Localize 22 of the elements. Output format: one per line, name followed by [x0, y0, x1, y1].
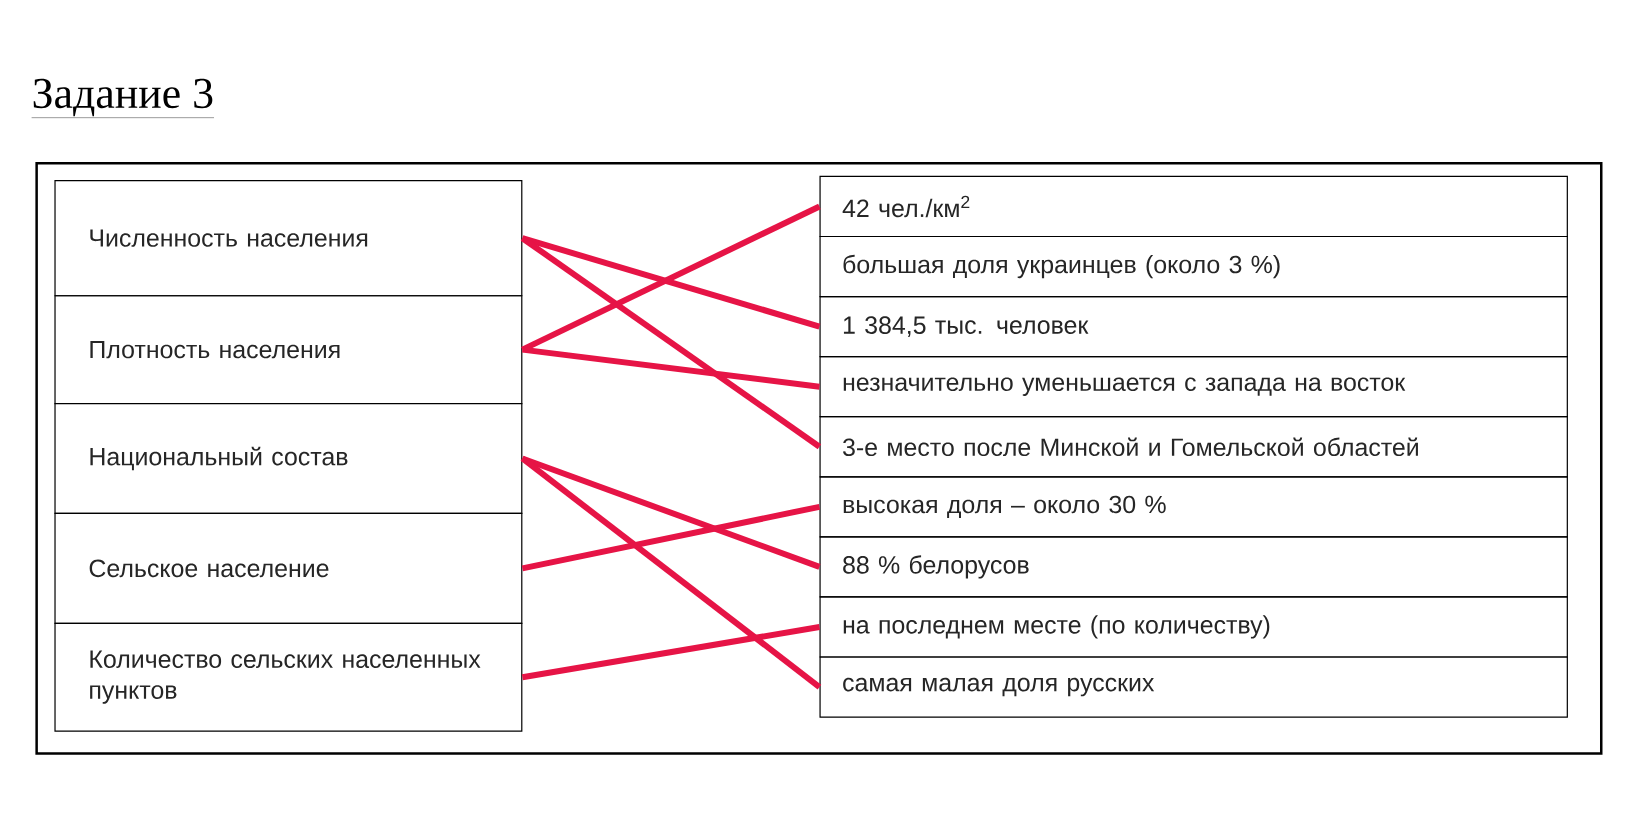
table-cell: большая доля украинцев (около 3 %): [819, 235, 1568, 298]
table-cell: высокая доля – около 30 %: [819, 476, 1568, 538]
connector-line: [520, 235, 822, 450]
table-cell: 1 384,5 тыс. человек: [819, 295, 1568, 358]
table-cell: 3-е место после Минской и Гомельской областей: [819, 416, 1568, 478]
table-cell: на последнем месте (по количеству): [819, 596, 1568, 658]
connector-line: [521, 235, 821, 330]
table-cell: Плотность населения: [54, 295, 523, 405]
table-cell: Количество сельских населенных пунктов: [54, 622, 523, 732]
connector-line: [521, 503, 821, 572]
table-cell: 88 % белорусов: [819, 536, 1568, 598]
table-cell: самая малая доля русских: [819, 656, 1568, 718]
connector-line: [522, 346, 820, 390]
connector-line: [521, 455, 821, 570]
table-cell: 42 чел./км$^{2}$: [819, 175, 1568, 238]
table-cell: Сельское население: [54, 512, 523, 624]
table-cell: Численность населения: [54, 180, 523, 297]
title: Задание 3: [31, 78, 215, 118]
connector-line: [520, 456, 822, 690]
table-cell: Национальный состав: [54, 402, 523, 514]
connector-line: [521, 624, 820, 681]
table-cell: незначительно уменьшается с запада на восток: [819, 356, 1568, 418]
